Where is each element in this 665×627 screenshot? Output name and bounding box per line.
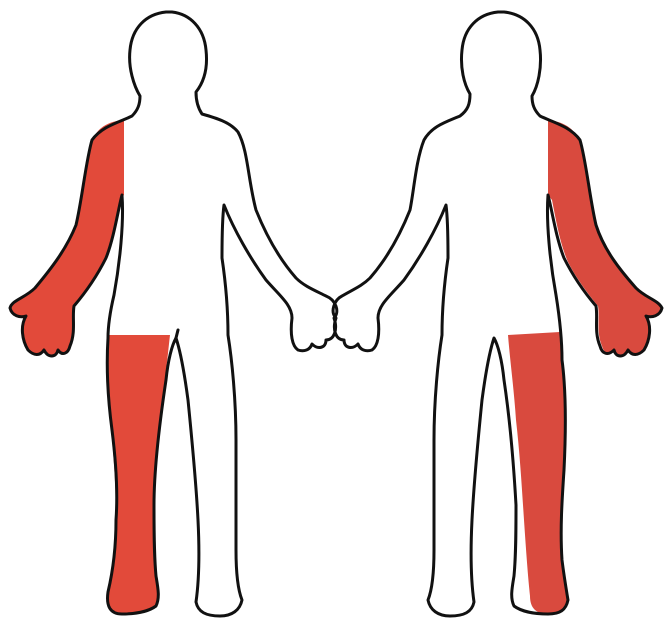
highlight-right-leg bbox=[508, 332, 568, 614]
highlight-right-arm bbox=[548, 120, 662, 356]
